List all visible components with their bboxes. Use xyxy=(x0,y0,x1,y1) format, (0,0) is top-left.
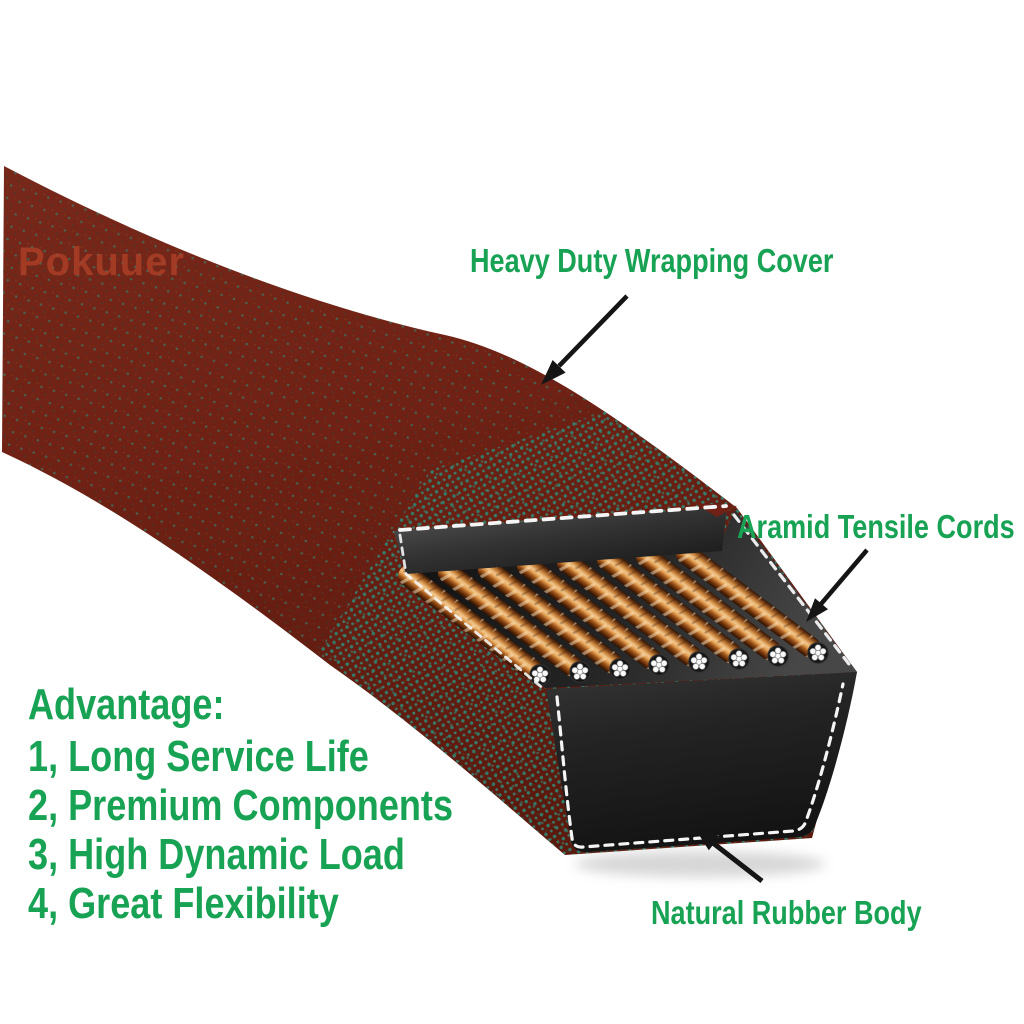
cords-label: Aramid Tensile Cords xyxy=(737,508,1015,545)
advantage-item: 2, Premium Components xyxy=(28,781,454,830)
stitch-flap-edge xyxy=(398,504,728,532)
cord-end xyxy=(569,661,591,683)
cord-end xyxy=(688,651,710,673)
watermark: Pokuuer xyxy=(18,240,186,284)
rubber-body-face xyxy=(546,672,857,853)
cord-end xyxy=(767,645,789,667)
advantage-item: 4, Great Flexibility xyxy=(28,879,339,928)
body-arrow xyxy=(694,827,764,883)
cover-label: Heavy Duty Wrapping Cover xyxy=(470,242,834,279)
advantage-item: 1, Long Service Life xyxy=(28,732,369,781)
stitch-cut-left xyxy=(398,533,547,692)
cord-end xyxy=(609,658,631,680)
belt-shadow xyxy=(575,851,825,877)
cord-end xyxy=(728,648,750,670)
cord-end xyxy=(648,654,670,676)
stitch-body-border xyxy=(555,682,845,849)
stitch-right-boundary xyxy=(732,513,854,670)
cover-arrow xyxy=(541,294,629,385)
advantage-item: 3, High Dynamic Load xyxy=(28,830,405,879)
body-label: Natural Rubber Body xyxy=(651,894,922,931)
advantage-title: Advantage: xyxy=(28,680,225,729)
cords-arrow xyxy=(806,548,869,622)
advantage-list: Advantage: 1, Long Service Life 2, Premi… xyxy=(28,680,546,928)
cord-end xyxy=(807,642,829,664)
wrapping-cover-flap xyxy=(394,507,727,574)
